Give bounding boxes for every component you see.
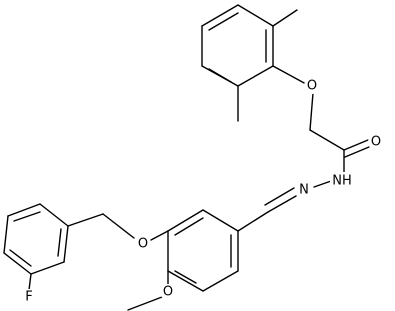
bond [201, 4, 239, 27]
carbonyl-bond [344, 146, 370, 158]
phenoxy-oxygen-label: O [307, 79, 317, 94]
methoxyphenyl-ring [127, 209, 239, 311]
bond [309, 92, 314, 131]
dimethylphenyl-ring [201, 4, 298, 122]
methyl-bond [272, 9, 298, 27]
bond-inner [57, 228, 62, 257]
bond [7, 203, 41, 217]
benzyloxy-oxygen-label: O [138, 237, 148, 252]
methoxy-oxygen-label: O [163, 285, 173, 300]
bond [167, 209, 204, 232]
bond [309, 129, 345, 151]
bond [102, 213, 135, 239]
bond-inner [13, 211, 41, 222]
bond [28, 273, 32, 291]
bond [237, 4, 274, 27]
amide-nitrogen-label: NH [332, 174, 352, 189]
hydrazone-linker [237, 179, 335, 232]
methoxy-methyl-bond [127, 296, 163, 311]
bond [237, 211, 269, 232]
bond [202, 270, 239, 292]
bond [63, 225, 69, 263]
imine-bond [264, 187, 295, 206]
bond [39, 203, 69, 227]
bond [237, 65, 274, 87]
bond [67, 213, 104, 227]
phenoxy-acetyl-linker [272, 65, 370, 174]
bond-inner [174, 270, 197, 284]
bond-inner [9, 249, 32, 267]
atom-labels: O O NH N O O F [21, 78, 384, 305]
imine-nitrogen-label: N [299, 183, 309, 198]
bond [3, 215, 9, 254]
carbonyl-bond [343, 139, 369, 151]
bond [272, 65, 307, 85]
bond [3, 252, 32, 275]
bond [167, 270, 204, 292]
carbonyl-oxygen-label: O [371, 135, 381, 150]
bond-inner [208, 12, 239, 31]
bond [202, 209, 239, 232]
imine-bond [267, 195, 297, 213]
fluorine-label: F [25, 290, 32, 305]
fluorobenzyl-group [3, 203, 135, 291]
bond [150, 230, 169, 241]
bond-inner [174, 217, 204, 236]
bond [30, 261, 65, 275]
bond-inner [208, 68, 232, 83]
